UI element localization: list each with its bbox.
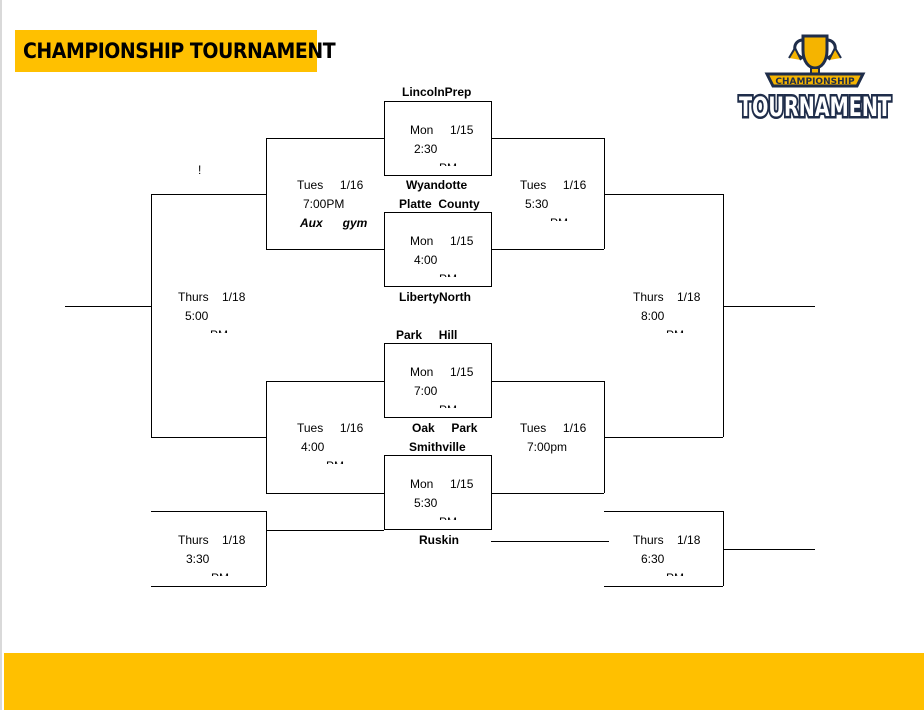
game-day: Tues 1/16 <box>520 421 587 435</box>
game-time: 5:30 <box>525 197 549 211</box>
bracket-line <box>723 194 724 437</box>
game-day: Tues 1/16 <box>297 178 364 192</box>
game-day: Thurs 1/18 <box>633 290 701 304</box>
game-time-suffix: PM <box>439 161 457 166</box>
bracket-line <box>266 249 384 250</box>
team-wyandotte: Wyandotte <box>406 178 468 192</box>
bracket-line <box>151 437 266 438</box>
game-time-suffix: PM <box>550 216 568 221</box>
game-time: 3:30 <box>186 552 210 566</box>
trophy-icon <box>788 34 842 77</box>
bracket-line <box>491 249 604 250</box>
logo-word: TOURNAMENT <box>739 92 891 123</box>
bracket-line <box>723 511 724 586</box>
bracket-line <box>604 511 723 512</box>
game-day: Mon 1/15 <box>410 123 474 137</box>
bracket-line <box>491 381 604 382</box>
tournament-logo: CHAMPIONSHIP TOURNAMENT <box>737 34 894 126</box>
bracket-line <box>266 530 384 531</box>
game-day: Mon 1/15 <box>410 365 474 379</box>
team-smithville: Smithville <box>409 440 466 454</box>
game-time-suffix: PM <box>439 403 457 408</box>
game-time: 7:00pm <box>527 440 568 454</box>
bracket-line <box>151 194 266 195</box>
game-box-mon-2: Mon 1/15 4:00 PM <box>384 212 492 287</box>
game-time-suffix: PM <box>666 571 684 576</box>
bracket-line <box>723 306 815 307</box>
bracket-line <box>266 493 384 494</box>
game-box-mon-3: Mon 1/15 7:00 PM <box>384 343 492 418</box>
game-time: 5:30 <box>414 496 438 510</box>
game-time: 5:00 <box>185 309 209 323</box>
team-oak-park: Oak Park <box>412 421 478 435</box>
game-box-mon-1: Mon 1/15 2:30 PM <box>384 101 492 176</box>
bracket-line <box>604 586 723 587</box>
game-time-suffix: PM <box>211 571 229 576</box>
bracket-line <box>491 138 604 139</box>
bracket-line <box>266 138 267 249</box>
game-day: Tues 1/16 <box>297 421 364 435</box>
game-time: 4:00 <box>301 440 325 454</box>
bracket-line <box>604 194 723 195</box>
game-day: Mon 1/15 <box>410 234 474 248</box>
game-day: Mon 1/15 <box>410 477 474 491</box>
game-time: 8:00 <box>641 309 665 323</box>
page-edge <box>0 0 2 710</box>
bracket-line <box>266 138 384 139</box>
team-park-hill: Park Hill <box>396 328 458 342</box>
game-time-suffix: PM <box>326 459 344 464</box>
bracket-line <box>151 586 266 587</box>
bracket-line <box>266 381 384 382</box>
bracket-line <box>723 549 815 550</box>
bracket-line <box>604 138 605 249</box>
footer-bar <box>4 653 924 710</box>
bracket-line <box>491 541 609 542</box>
game-time-suffix: PM <box>439 515 457 520</box>
bracket-line <box>266 381 267 493</box>
game-time: 7:00 <box>414 384 438 398</box>
game-time: 4:00 <box>414 253 438 267</box>
game-time-suffix: PM <box>666 328 684 333</box>
game-day: Thurs 1/18 <box>178 533 246 547</box>
venue-aux-gym: Aux gym <box>300 216 368 230</box>
bracket-line <box>266 511 267 586</box>
title-banner: CHAMPIONSHIP TOURNAMENT <box>15 30 336 72</box>
bracket-line <box>604 437 723 438</box>
game-day: Thurs 1/18 <box>633 533 701 547</box>
page-title: CHAMPIONSHIP TOURNAMENT <box>23 39 336 63</box>
team-platte-county: Platte County <box>399 197 480 211</box>
bracket-line <box>65 306 151 307</box>
game-time: 2:30 <box>414 142 438 156</box>
game-day: Thurs 1/18 <box>178 290 246 304</box>
game-time-suffix: PM <box>210 328 228 333</box>
team-liberty-north: LibertyNorth <box>399 290 471 304</box>
bracket-line <box>151 194 152 437</box>
logo-ribbon-text: CHAMPIONSHIP <box>775 77 855 87</box>
game-day: Tues 1/16 <box>520 178 587 192</box>
bracket-line <box>151 511 266 512</box>
team-ruskin: Ruskin <box>419 533 460 547</box>
marker-text: ! <box>198 163 202 177</box>
game-time-suffix: PM <box>439 272 457 277</box>
game-box-mon-4: Mon 1/15 5:30 PM <box>384 455 492 530</box>
bracket-line <box>491 493 604 494</box>
game-time: 7:00PM <box>303 197 345 211</box>
logo-ribbon <box>764 72 866 88</box>
game-time: 6:30 <box>641 552 665 566</box>
team-lincoln-prep: LincolnPrep <box>402 85 472 99</box>
